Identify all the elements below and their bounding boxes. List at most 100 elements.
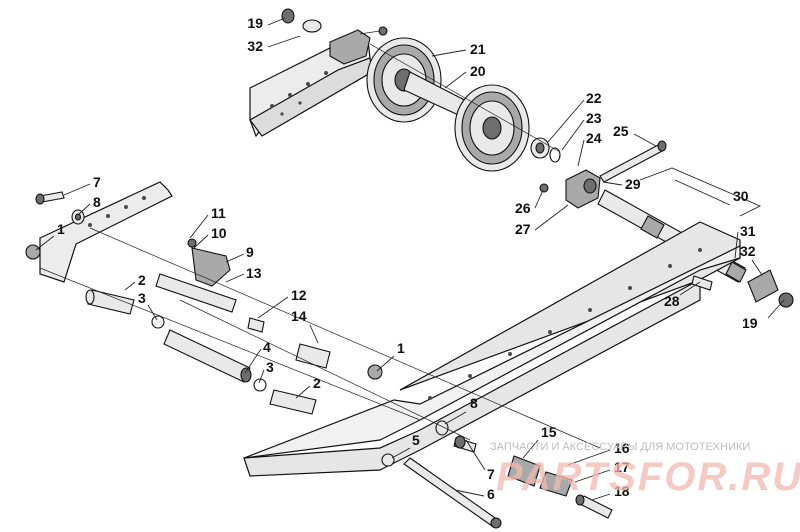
callout-leader-c32b xyxy=(751,259,763,276)
washer-8-right xyxy=(435,420,449,436)
callout-leader-c8b xyxy=(444,411,467,425)
bolt-7-right xyxy=(453,435,477,453)
main-slide-rail xyxy=(39,181,741,477)
callout-c1b: 1 xyxy=(397,340,405,356)
callout-leader-c16 xyxy=(567,449,611,466)
callout-c8a: 8 xyxy=(93,194,101,210)
washer-3-left xyxy=(151,315,165,329)
callout-c9: 9 xyxy=(246,244,254,260)
callout-c1a: 1 xyxy=(57,221,65,237)
bolt-7-left xyxy=(35,191,65,205)
callout-leader-c5 xyxy=(391,447,411,459)
callout-leader-c23 xyxy=(561,119,585,151)
callout-c29: 29 xyxy=(625,176,641,192)
adjuster-block-24 xyxy=(565,169,601,209)
callout-leader-c27 xyxy=(534,204,569,231)
callout-c30: 30 xyxy=(733,188,749,204)
long-bolt-6 xyxy=(403,457,502,529)
callout-c10: 10 xyxy=(211,225,227,241)
callout-leader-c30 xyxy=(674,179,731,206)
bushing-15 xyxy=(507,455,541,487)
washer-5 xyxy=(381,453,395,467)
callout-c11: 11 xyxy=(211,205,226,221)
nut-1-right xyxy=(367,364,383,380)
bushing-2-right xyxy=(269,389,317,415)
callout-leader-c22 xyxy=(547,99,585,143)
watermark-logo: PARTSFOR.RU xyxy=(496,455,800,499)
callout-c20: 20 xyxy=(470,63,486,79)
callout-c14: 14 xyxy=(291,308,307,324)
bolt-cap-19-top xyxy=(281,8,322,33)
callout-leader-c21 xyxy=(431,49,467,57)
callout-leader-c19b xyxy=(767,299,785,319)
washer-3-right xyxy=(253,378,267,392)
callout-c2b: 2 xyxy=(313,375,321,391)
callout-c26: 26 xyxy=(515,200,531,216)
callout-c23: 23 xyxy=(586,110,602,126)
callout-c15: 15 xyxy=(541,424,557,440)
pivot-arm-9 xyxy=(155,238,237,313)
callout-leader-c4 xyxy=(244,348,262,374)
callout-leader-c7b xyxy=(465,439,486,471)
callout-leader-c1b xyxy=(376,355,395,372)
callout-c32b: 32 xyxy=(740,243,756,259)
callout-c16: 16 xyxy=(614,440,630,456)
callout-leaders xyxy=(35,17,785,501)
callout-c19b: 19 xyxy=(742,315,758,331)
callout-leader-c20 xyxy=(444,71,467,89)
callout-leader-c17 xyxy=(574,469,611,483)
shaft-4 xyxy=(163,329,252,383)
watermark: ЗАПЧАСТИ И АКСЕССУАРЫ ДЛЯ МОТОТЕХНИКИ PA… xyxy=(490,441,800,499)
callout-leader-c2a xyxy=(124,281,136,291)
callout-leader-c3a xyxy=(147,304,158,321)
callout-c27: 27 xyxy=(515,221,531,237)
callout-c12: 12 xyxy=(291,287,307,303)
bushing-14 xyxy=(295,343,331,369)
assembly-centerlines xyxy=(39,43,601,449)
callout-leader-c32a xyxy=(267,35,301,48)
callout-leader-c8a xyxy=(77,203,91,216)
callout-c25: 25 xyxy=(613,123,629,139)
callout-leader-c12 xyxy=(257,296,289,319)
callout-c21: 21 xyxy=(470,41,486,57)
callout-leader-c7a xyxy=(63,183,91,196)
callout-leader-c28 xyxy=(679,281,701,296)
callout-c4: 4 xyxy=(263,339,271,355)
idler-wheel-21b xyxy=(454,84,530,172)
bushing-2-left xyxy=(85,289,135,315)
adjuster-bolt-25 xyxy=(599,140,667,183)
callout-c6: 6 xyxy=(487,486,495,502)
callout-c18: 18 xyxy=(614,483,630,499)
watermark-tagline: ЗАПЧАСТИ И АКСЕССУАРЫ ДЛЯ МОТОТЕХНИКИ xyxy=(490,441,750,453)
callout-leader-c1a xyxy=(35,235,55,251)
callout-leader-c3b xyxy=(258,369,265,384)
callout-leader-c15 xyxy=(522,439,539,459)
callout-c13: 13 xyxy=(246,265,262,281)
end-cap-32-19 xyxy=(747,269,794,308)
callout-c2a: 2 xyxy=(138,272,146,288)
callout-c31: 31 xyxy=(740,223,756,239)
callout-leader-c19a xyxy=(267,17,286,26)
callout-c7b: 7 xyxy=(487,466,495,482)
washer-8-left xyxy=(71,209,85,225)
spacer-12 xyxy=(247,317,265,333)
callout-leader-c11 xyxy=(189,214,209,239)
callout-c22: 22 xyxy=(586,90,602,106)
callout-leader-c31 xyxy=(734,231,739,259)
callout-leader-c13 xyxy=(225,273,245,283)
callout-leader-c9 xyxy=(225,253,245,263)
callout-c32a: 32 xyxy=(247,38,263,54)
callout-leader-c10 xyxy=(193,234,209,249)
callout-c3a: 3 xyxy=(138,290,146,306)
nut-1-left xyxy=(25,244,41,260)
callout-c28: 28 xyxy=(664,293,680,309)
callout-leader-c2b xyxy=(295,385,311,399)
callout-c8b: 8 xyxy=(470,395,478,411)
callout-leader-c6 xyxy=(454,489,485,497)
nut-26 xyxy=(539,183,549,193)
callout-c7a: 7 xyxy=(93,174,101,190)
callout-leader-c14 xyxy=(309,324,319,344)
bolt-18 xyxy=(575,494,613,519)
